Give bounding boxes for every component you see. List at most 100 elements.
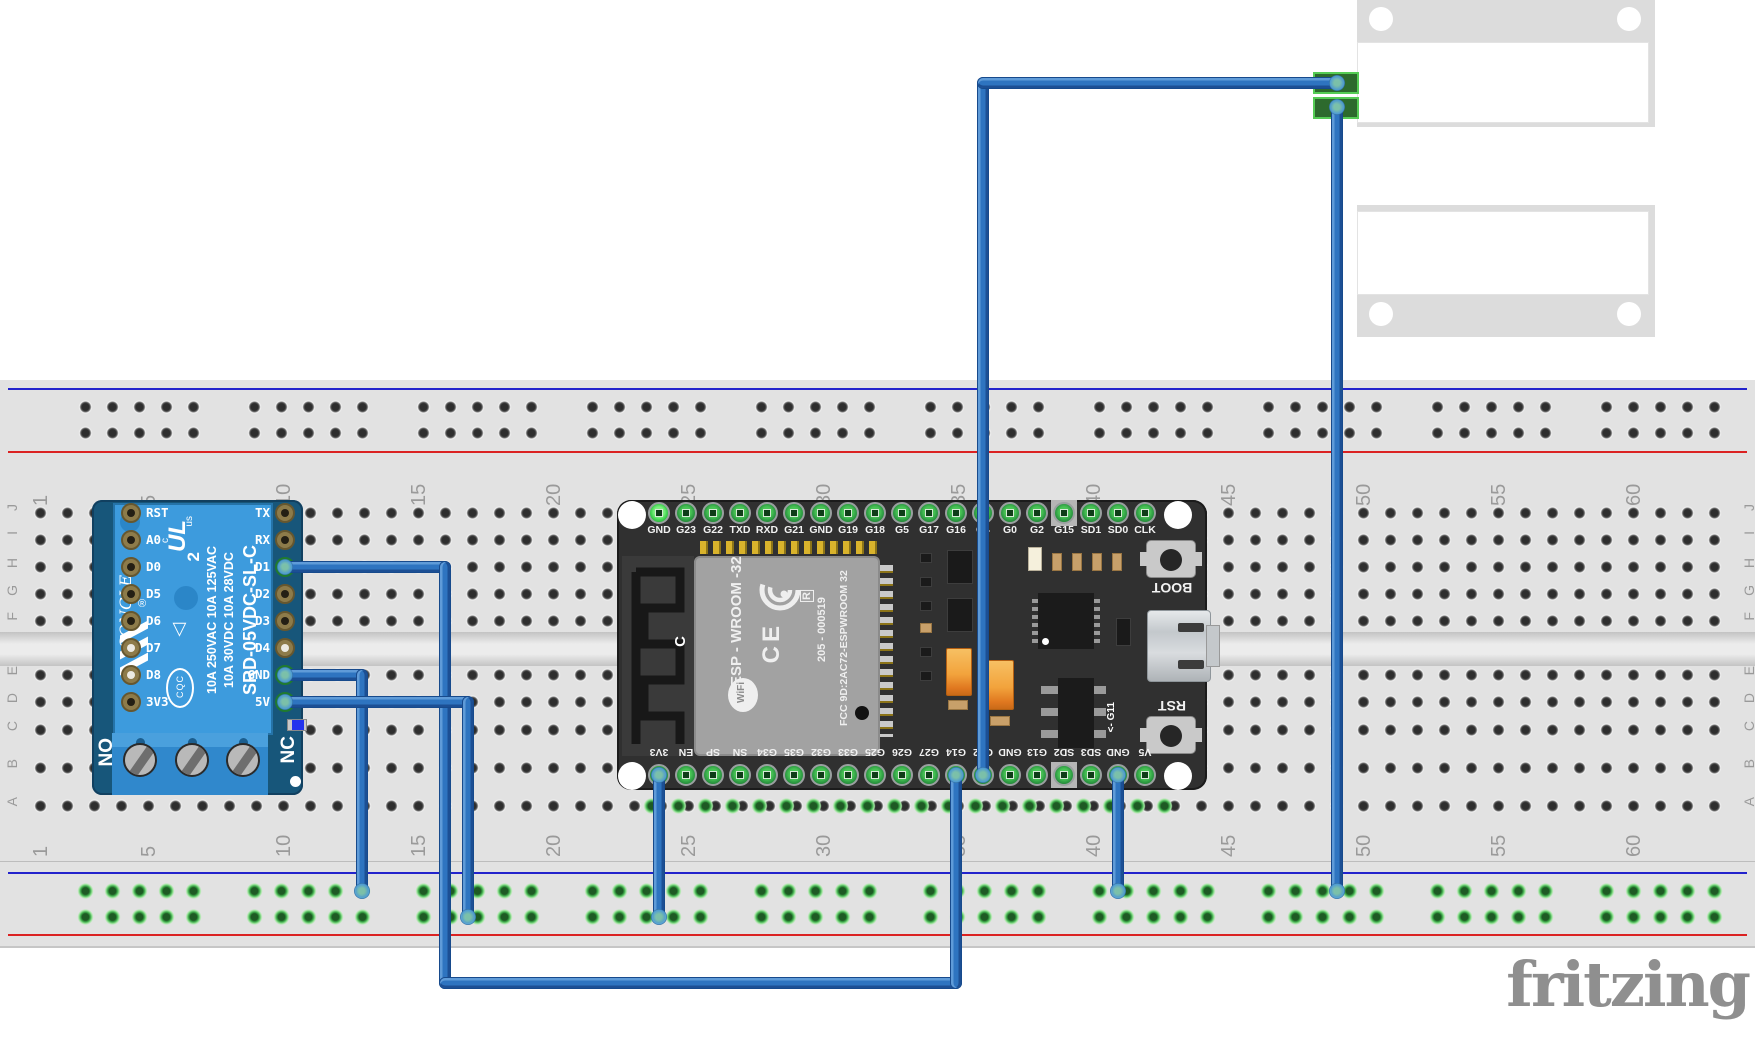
esp32-pin-g23[interactable] — [675, 502, 697, 524]
esp32-pin-g21[interactable] — [783, 502, 805, 524]
top-rail-holes[interactable] — [1592, 423, 1728, 443]
esp32-pin-g13[interactable] — [1026, 764, 1048, 786]
esp32-pin-g5[interactable] — [891, 502, 913, 524]
wire-relay-5v-to-rail[interactable] — [280, 697, 473, 707]
wire-esp-3v3-to-rail-end[interactable] — [651, 909, 667, 925]
wire-esp-3v3-to-rail[interactable] — [654, 770, 664, 922]
bottom-rail-holes[interactable] — [578, 907, 714, 927]
esp32-pin-rxd[interactable] — [756, 502, 778, 524]
bottom-rail-holes[interactable] — [747, 881, 883, 901]
bottom-rail-holes[interactable] — [916, 881, 1052, 901]
esp32-pin-g18[interactable] — [864, 502, 886, 524]
bottom-rail-holes[interactable] — [747, 907, 883, 927]
esp32-pin-sn[interactable] — [729, 764, 751, 786]
wire-relay-d1-to-esp-g14[interactable] — [951, 770, 961, 988]
bottom-rail-holes[interactable] — [1254, 881, 1390, 901]
top-rail-holes[interactable] — [578, 397, 714, 417]
wire-esp-gnd-to-rail-end[interactable] — [1110, 883, 1126, 899]
top-rail-holes[interactable] — [1085, 423, 1221, 443]
rst-button[interactable] — [1140, 716, 1202, 754]
bottom-rail-holes[interactable] — [578, 881, 714, 901]
wire-esp-g12-to-reed-end[interactable] — [1329, 75, 1345, 91]
esp32-pin-en[interactable] — [675, 764, 697, 786]
micro-usb-connector[interactable] — [1147, 610, 1211, 682]
wire-relay-5v-to-rail[interactable] — [463, 697, 473, 922]
esp32-pin-g15[interactable] — [1053, 502, 1075, 524]
wire-relay-gnd-to-rail[interactable] — [280, 670, 367, 680]
top-rail-holes[interactable] — [1592, 397, 1728, 417]
wire-esp-3v3-to-rail-end[interactable] — [651, 767, 667, 783]
esp32-pin-g27[interactable] — [918, 764, 940, 786]
esp32-pin-v5[interactable] — [1134, 764, 1156, 786]
esp32-pin-sd1[interactable] — [1080, 502, 1102, 524]
top-rail-holes[interactable] — [1423, 423, 1559, 443]
top-rail-holes[interactable] — [409, 423, 545, 443]
wire-relay-gnd-to-rail-end[interactable] — [354, 883, 370, 899]
bottom-rail-holes[interactable] — [71, 907, 207, 927]
wire-relay-d1-to-esp-g14[interactable] — [280, 562, 450, 572]
wire-esp-gnd-to-rail-end[interactable] — [1110, 767, 1126, 783]
bottom-rail-holes[interactable] — [71, 881, 207, 901]
top-rail-holes[interactable] — [1254, 423, 1390, 443]
top-rail-holes[interactable] — [1254, 397, 1390, 417]
wire-relay-d1-to-esp-g14-end[interactable] — [277, 559, 293, 575]
esp32-pin-g33[interactable] — [837, 764, 859, 786]
breadboard-row-a-connected[interactable] — [637, 796, 1178, 816]
wire-relay-d1-to-esp-g14[interactable] — [440, 562, 450, 988]
esp32-pin-gnd[interactable] — [999, 764, 1021, 786]
wire-relay-d1-to-esp-g14-end[interactable] — [948, 767, 964, 783]
esp32-pin-gnd[interactable] — [810, 502, 832, 524]
relay-pin-3v3[interactable] — [121, 692, 141, 712]
boot-button[interactable] — [1140, 540, 1202, 578]
top-rail-holes[interactable] — [1423, 397, 1559, 417]
top-rail-holes[interactable] — [71, 423, 207, 443]
relay-pin-d3[interactable] — [275, 611, 295, 631]
esp32-pin-g35[interactable] — [783, 764, 805, 786]
wire-relay-d1-to-esp-g14[interactable] — [440, 978, 961, 988]
top-rail-holes[interactable] — [240, 423, 376, 443]
relay-pin-rx[interactable] — [275, 530, 295, 550]
esp32-pin-g16[interactable] — [945, 502, 967, 524]
top-rail-holes[interactable] — [409, 397, 545, 417]
bottom-rail-holes[interactable] — [916, 907, 1052, 927]
wire-reed-to-rail-end[interactable] — [1329, 99, 1345, 115]
relay-pin-rst[interactable] — [121, 503, 141, 523]
terminal-screw-1[interactable] — [123, 743, 157, 777]
top-rail-holes[interactable] — [578, 423, 714, 443]
bottom-rail-holes[interactable] — [1592, 881, 1728, 901]
esp32-pin-gnd[interactable] — [648, 502, 670, 524]
esp32-pin-clk[interactable] — [1134, 502, 1156, 524]
wire-esp-g12-to-reed-end[interactable] — [975, 767, 991, 783]
esp32-pin-g2[interactable] — [1026, 502, 1048, 524]
esp32-pin-sd2[interactable] — [1053, 764, 1075, 786]
relay-pin-d5[interactable] — [121, 584, 141, 604]
wire-esp-g12-to-reed[interactable] — [978, 78, 1342, 88]
top-rail-holes[interactable] — [240, 397, 376, 417]
wire-esp-g12-to-reed[interactable] — [978, 78, 988, 780]
bottom-rail-holes[interactable] — [1254, 907, 1390, 927]
bottom-rail-holes[interactable] — [1085, 907, 1221, 927]
esp32-pin-sd3[interactable] — [1080, 764, 1102, 786]
esp32-pin-g26[interactable] — [891, 764, 913, 786]
bottom-rail-holes[interactable] — [1592, 907, 1728, 927]
relay-pin-a0[interactable] — [121, 530, 141, 550]
wire-relay-5v-to-rail-end[interactable] — [277, 694, 293, 710]
top-rail-holes[interactable] — [747, 423, 883, 443]
bottom-rail-holes[interactable] — [1423, 881, 1559, 901]
wire-esp-gnd-to-rail[interactable] — [1113, 770, 1123, 896]
esp32-pin-sd0[interactable] — [1107, 502, 1129, 524]
wire-reed-to-rail[interactable] — [1332, 102, 1342, 896]
esp32-pin-txd[interactable] — [729, 502, 751, 524]
relay-pin-d6[interactable] — [121, 611, 141, 631]
wire-relay-gnd-to-rail[interactable] — [357, 670, 367, 896]
terminal-screw-3[interactable] — [226, 743, 260, 777]
relay-pin-tx[interactable] — [275, 503, 295, 523]
bottom-rail-holes[interactable] — [240, 907, 376, 927]
esp32-pin-g34[interactable] — [756, 764, 778, 786]
relay-pin-d8[interactable] — [121, 665, 141, 685]
esp32-pin-g0[interactable] — [999, 502, 1021, 524]
esp32-pin-g19[interactable] — [837, 502, 859, 524]
wire-relay-gnd-to-rail-end[interactable] — [277, 667, 293, 683]
esp32-pin-g25[interactable] — [864, 764, 886, 786]
top-rail-holes[interactable] — [747, 397, 883, 417]
